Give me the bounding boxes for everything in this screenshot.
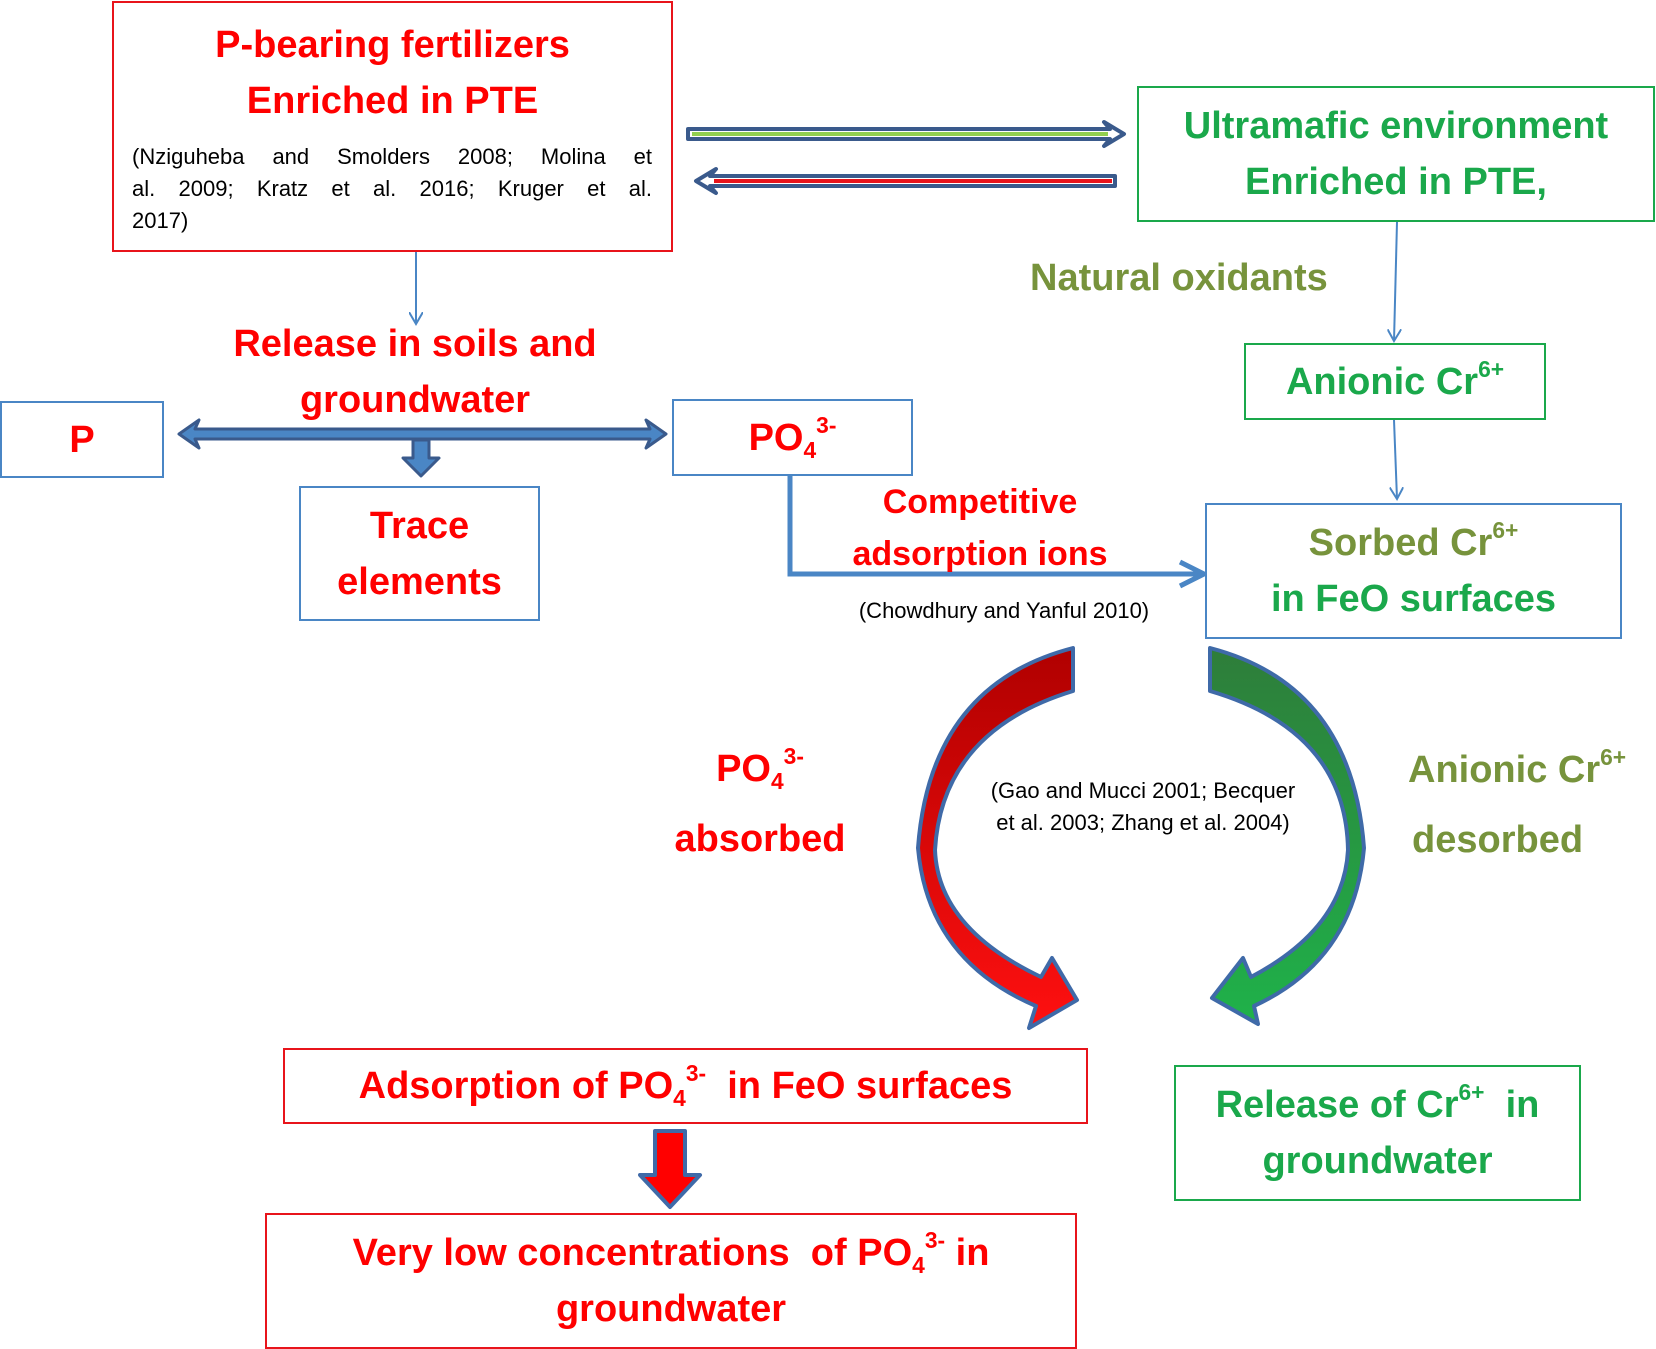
low-conc-line2: groundwater <box>555 1288 787 1330</box>
po4-absorbed-charge: 3- <box>783 742 804 769</box>
adsorption-charge: 3- <box>685 1059 707 1086</box>
release-soils-line2: groundwater <box>299 379 531 421</box>
low-conc-subscript: 4 <box>912 1251 925 1278</box>
red-curved-arrow <box>916 646 1079 1030</box>
center-ref-line1: (Gao and Mucci 2001; Becquer <box>990 778 1296 803</box>
release-cr-charge: 6+ <box>1458 1078 1485 1105</box>
sorbed-line1: Sorbed Cr6+ <box>1309 515 1519 571</box>
adsorption-box: Adsorption of PO43- in FeO surfaces <box>283 1048 1088 1124</box>
competitive-line2: adsorption ions <box>852 535 1108 573</box>
fertilizer-box: P-bearing fertilizers Enriched in PTE (N… <box>112 1 673 252</box>
adsorption-subscript: 4 <box>673 1084 686 1111</box>
anionic-desorbed-label: Anionic Cr6+ desorbed <box>1408 735 1656 875</box>
arrow-ultramafic-to-fertilizer <box>694 167 1117 195</box>
adsorption-suffix: in FeO surfaces <box>706 1065 1013 1107</box>
trace-line2: elements <box>337 560 502 603</box>
natural-oxidants-label: Natural oxidants <box>1030 257 1328 299</box>
po4-absorbed-line2: absorbed <box>674 818 846 860</box>
sorbed-line2: in FeO surfaces <box>1270 578 1557 620</box>
release-cr-line1: Release of Cr6+ in <box>1216 1077 1540 1133</box>
po4-absorbed-subscript: 4 <box>770 767 784 794</box>
arrow-p-po4 <box>177 418 668 450</box>
po4-absorbed-label: PO43- absorbed <box>640 734 880 874</box>
fertilizer-ref-line2: al. 2009; Kratz et al. 2016; Kruger et a… <box>132 176 652 201</box>
release-soils-label: Release in soils and groundwater <box>180 316 650 428</box>
po4-absorbed-text: PO <box>716 748 771 790</box>
low-concentration-box: Very low concentrations of PO43- in grou… <box>265 1213 1077 1349</box>
low-conc-suffix: in <box>945 1232 990 1274</box>
anionic-cr-box: Anionic Cr6+ <box>1244 343 1546 420</box>
arrow-to-trace-elements <box>401 438 441 478</box>
adsorption-text: Adsorption of PO <box>358 1065 674 1107</box>
center-reference: (Gao and Mucci 2001; Becquer et al. 2003… <box>948 775 1338 839</box>
ultramafic-line1: Ultramafic environment <box>1183 105 1609 147</box>
center-ref-line2: et al. 2003; Zhang et al. 2004) <box>996 810 1290 835</box>
arrow-adsorption-to-low-conc <box>638 1129 702 1209</box>
trace-elements-box: Trace elements <box>299 486 540 621</box>
arrow-fertilizer-to-ultramafic <box>686 120 1126 148</box>
anionic-desorbed-line2: desorbed <box>1412 819 1584 861</box>
fertilizer-ref-line3: 2017) <box>132 208 189 233</box>
low-conc-line1: Very low concentrations of PO43- in <box>353 1225 990 1281</box>
release-soils-line1: Release in soils and <box>233 323 597 365</box>
sorbed-text: Sorbed Cr <box>1308 522 1493 564</box>
chowdhury-reference: (Chowdhury and Yanful 2010) <box>858 598 1150 623</box>
release-cr-text: Release of Cr <box>1215 1084 1459 1126</box>
po4-label: PO43- <box>749 410 837 466</box>
adsorption-label: Adsorption of PO43- in FeO surfaces <box>359 1058 1013 1114</box>
anionic-cr-text: Anionic Cr <box>1285 360 1479 403</box>
green-curved-arrow <box>1208 646 1366 1026</box>
release-cr-box: Release of Cr6+ in groundwater <box>1174 1065 1581 1201</box>
trace-line1: Trace <box>369 504 470 547</box>
arrow-anionic-to-sorbed <box>1394 419 1397 499</box>
competitive-line1: Competitive <box>882 483 1078 521</box>
ultramafic-line2: Enriched in PTE, <box>1245 161 1547 203</box>
anionic-cr-charge: 6+ <box>1478 355 1505 382</box>
low-conc-text: Very low concentrations of PO <box>352 1232 913 1274</box>
sorbed-cr-box: Sorbed Cr6+ in FeO surfaces <box>1205 503 1622 639</box>
fertilizer-title: P-bearing fertilizers Enriched in PTE <box>114 17 671 129</box>
po4-charge: 3- <box>816 411 837 438</box>
anionic-desorbed-line1: Anionic Cr6+ <box>1408 735 1656 805</box>
fertilizer-title-line2: Enriched in PTE <box>246 80 539 122</box>
ultramafic-box: Ultramafic environment Enriched in PTE, <box>1137 86 1655 222</box>
anionic-desorbed-charge: 6+ <box>1600 743 1627 770</box>
anionic-desorbed-text: Anionic Cr <box>1408 749 1601 791</box>
p-label: P <box>69 418 95 461</box>
release-cr-suffix: in <box>1484 1084 1540 1126</box>
po4-subscript: 4 <box>803 436 817 463</box>
arrow-po4-to-sorbed <box>787 476 1202 574</box>
competitive-label: Competitive adsorption ions <box>820 476 1140 580</box>
sorbed-charge: 6+ <box>1492 516 1519 543</box>
release-cr-line2: groundwater <box>1262 1140 1493 1182</box>
fertilizer-references: (Nziguheba and Smolders 2008; Molina et … <box>132 141 652 237</box>
low-conc-charge: 3- <box>924 1226 946 1253</box>
fertilizer-ref-line1: (Nziguheba and Smolders 2008; Molina et <box>132 144 652 169</box>
anionic-cr-label: Anionic Cr6+ <box>1286 354 1504 410</box>
arrow-ultramafic-to-anionic <box>1394 221 1397 341</box>
po4-box: PO43- <box>672 399 913 476</box>
po4-text: PO <box>748 416 804 459</box>
fertilizer-title-line1: P-bearing fertilizers <box>215 24 570 66</box>
po4-absorbed-line1: PO43- <box>716 734 804 804</box>
p-box: P <box>0 401 164 478</box>
